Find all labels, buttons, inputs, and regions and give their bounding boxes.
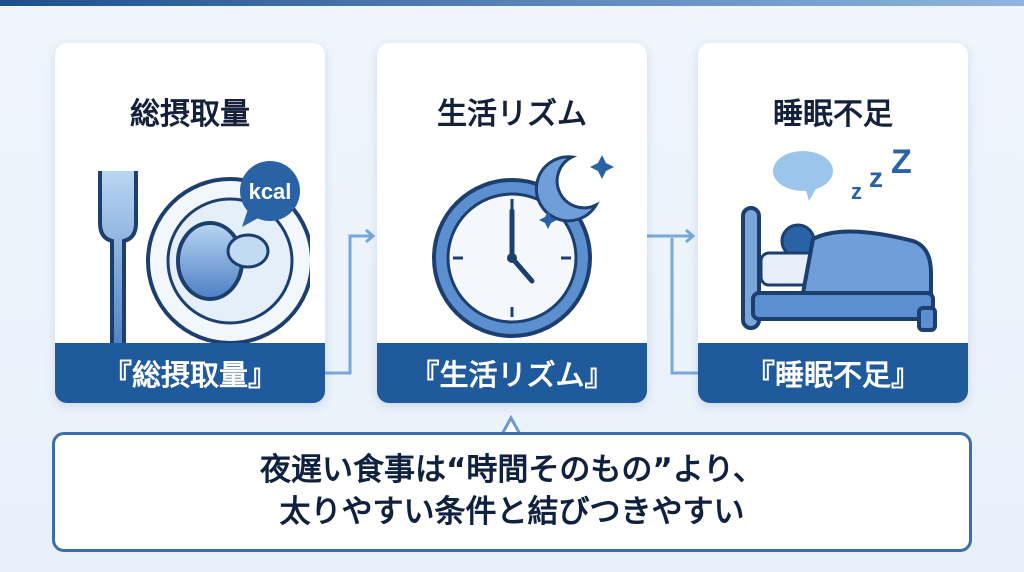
card-title: 総摂取量 [130, 97, 250, 132]
card-sleep-deprivation: 睡眠不足 z z Z 『睡眠不足』 [698, 43, 968, 403]
card-title: 生活リズム [437, 97, 587, 132]
svg-text:Z: Z [891, 143, 912, 181]
card-total-intake: 総摂取量 kcal 『総摂取量』 [55, 43, 325, 403]
conclusion-line-1: 夜遅い食事は“時間そのもの”より、 [260, 452, 764, 489]
conclusion-line-2: 太りやすい条件と結びつきやすい [279, 494, 745, 530]
meal-plate-icon: kcal [98, 161, 310, 358]
card-life-rhythm: 生活リズム 『生活リズム』 [377, 43, 647, 403]
top-accent-bar [0, 0, 1024, 6]
callout-pointer [500, 414, 522, 436]
clock-moon-icon [432, 155, 614, 338]
card-title: 睡眠不足 [773, 97, 893, 132]
conclusion-callout: 夜遅い食事は“時間そのもの”より、 太りやすい条件と結びつきやすい [52, 432, 972, 552]
kcal-label: kcal [249, 179, 292, 204]
svg-text:z: z [869, 162, 883, 193]
card-label: 『睡眠不足』 [698, 343, 968, 403]
svg-text:z: z [851, 179, 862, 204]
sleeping-bed-icon: z z Z [741, 143, 937, 332]
card-label: 『生活リズム』 [377, 343, 647, 403]
card-label: 『総摂取量』 [55, 343, 325, 403]
